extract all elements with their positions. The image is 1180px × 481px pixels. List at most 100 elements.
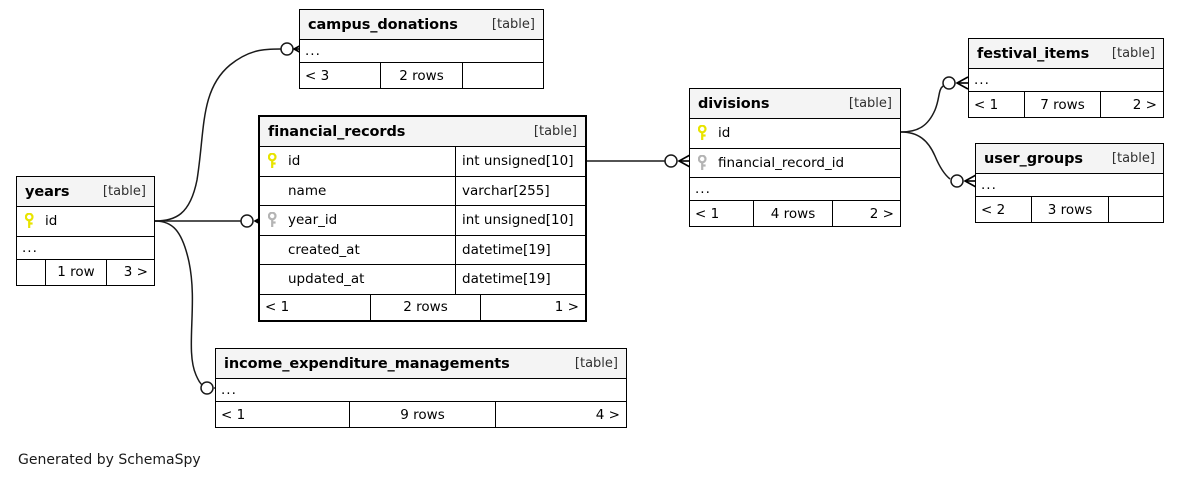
footer-prev-count[interactable]: < 2: [981, 201, 1006, 218]
table-title: campus_donations: [308, 16, 458, 33]
foreign-key-icon: [267, 211, 281, 228]
table-kind-label: [table]: [1111, 46, 1155, 61]
ellipsis-row: ...: [300, 40, 543, 63]
ellipsis-row: ...: [17, 237, 154, 260]
table-row[interactable]: id int unsigned[10]: [260, 147, 585, 177]
ellipsis-row: ...: [969, 69, 1163, 92]
column-name: id: [288, 153, 301, 170]
footer-row-count: 4 rows: [753, 201, 833, 226]
column-name-cell: id: [17, 207, 154, 236]
column-name: created_at: [288, 241, 360, 258]
footer-next-count[interactable]: [463, 63, 543, 88]
footer-prev-count[interactable]: [17, 260, 45, 285]
primary-key-icon: [697, 124, 711, 141]
primary-key-icon: [267, 152, 281, 169]
column-type: int unsigned[10]: [455, 206, 585, 235]
table-kind-label: [table]: [848, 96, 892, 111]
table-kind-label: [table]: [533, 124, 577, 139]
table-title: years: [25, 183, 70, 200]
table-header: campus_donations [table]: [300, 10, 543, 40]
footer-prev-count[interactable]: < 1: [695, 205, 720, 222]
footer-prev-count[interactable]: < 1: [974, 96, 999, 113]
column-name: name: [288, 182, 327, 199]
column-name-cell: id: [690, 119, 900, 148]
footer-row-count: 3 rows: [1031, 197, 1109, 222]
foreign-key-icon: [697, 154, 711, 171]
table-years[interactable]: years [table] id ... 1 row 3 >: [16, 176, 155, 286]
footer-row-count: 1 row: [45, 259, 107, 285]
table-row[interactable]: created_at datetime[19]: [260, 235, 585, 265]
ellipsis-row: ...: [976, 174, 1163, 197]
table-campus-donations[interactable]: campus_donations [table] ... < 3 2 rows: [299, 9, 544, 89]
table-footer: < 1 7 rows 2 >: [969, 92, 1163, 117]
edge-divisions-festival-items: [900, 76, 969, 133]
table-user-groups[interactable]: user_groups [table] ... < 2 3 rows: [975, 143, 1164, 223]
edge-years-financial-records: [155, 214, 267, 228]
table-row[interactable]: id: [17, 207, 154, 237]
table-income-expenditure-managements[interactable]: income_expenditure_managements [table] .…: [215, 348, 627, 428]
table-header: income_expenditure_managements [table]: [216, 349, 626, 379]
column-type: int unsigned[10]: [455, 147, 585, 176]
column-name-cell: financial_record_id: [690, 149, 900, 178]
column-type: datetime[19]: [455, 265, 585, 294]
table-footer: < 2 3 rows: [976, 197, 1163, 222]
table-title: income_expenditure_managements: [224, 355, 510, 372]
table-kind-label: [table]: [574, 356, 618, 371]
column-type: datetime[19]: [455, 235, 585, 264]
footer-next-count[interactable]: 4 >: [595, 406, 620, 423]
table-kind-label: [table]: [1111, 151, 1155, 166]
column-name-cell: created_at: [260, 236, 455, 265]
column-name-cell: name: [260, 177, 455, 206]
footer-next-count[interactable]: 1 >: [554, 299, 579, 315]
table-row[interactable]: updated_at datetime[19]: [260, 265, 585, 295]
column-name: year_id: [288, 212, 338, 229]
table-header: divisions [table]: [690, 89, 900, 119]
column-type: varchar[255]: [455, 176, 585, 205]
table-header: financial_records [table]: [260, 117, 585, 147]
table-title: divisions: [698, 95, 770, 112]
table-row[interactable]: year_id int unsigned[10]: [260, 206, 585, 236]
footer-prev-count[interactable]: < 3: [305, 67, 330, 84]
table-title: festival_items: [977, 45, 1090, 62]
ellipsis-row: ...: [216, 379, 626, 402]
column-name-cell: id: [260, 147, 455, 176]
table-footer: 1 row 3 >: [17, 259, 154, 285]
footer-row-count: 2 rows: [380, 63, 463, 88]
table-festival-items[interactable]: festival_items [table] ... < 1 7 rows 2 …: [968, 38, 1164, 118]
column-name-cell: year_id: [260, 206, 455, 235]
ellipsis-row: ...: [690, 178, 900, 201]
column-name-cell: updated_at: [260, 265, 455, 294]
table-divisions[interactable]: divisions [table] id: [689, 88, 901, 227]
table-kind-label: [table]: [491, 17, 535, 32]
edge-divisions-user-groups: [900, 131, 977, 188]
footer-row-count: 7 rows: [1024, 92, 1101, 117]
table-row[interactable]: name varchar[255]: [260, 176, 585, 206]
footer-row-count: 9 rows: [349, 402, 496, 427]
footer-prev-count[interactable]: < 1: [265, 299, 290, 315]
footer-next-count[interactable]: 2 >: [869, 205, 894, 222]
table-footer: < 1 4 rows 2 >: [690, 201, 900, 226]
footer-next-count[interactable]: 2 >: [1132, 96, 1157, 113]
footer-next-count[interactable]: 3 >: [123, 264, 148, 280]
table-header: years [table]: [17, 177, 154, 207]
table-row[interactable]: id: [690, 119, 900, 149]
table-title: financial_records: [268, 123, 406, 140]
footer-next-count[interactable]: [1109, 197, 1163, 222]
edge-financial-records-divisions: [587, 154, 691, 168]
primary-key-icon: [24, 212, 38, 229]
generated-by-caption: Generated by SchemaSpy: [18, 452, 201, 468]
table-row[interactable]: financial_record_id: [690, 149, 900, 178]
footer-row-count: 2 rows: [370, 294, 481, 320]
column-name: id: [45, 213, 58, 230]
column-name: financial_record_id: [718, 154, 845, 171]
column-name: id: [718, 125, 731, 142]
table-financial-records[interactable]: financial_records [table] id int unsigne…: [258, 115, 587, 322]
table-title: user_groups: [984, 150, 1083, 167]
column-name: updated_at: [288, 271, 365, 288]
table-kind-label: [table]: [102, 184, 146, 199]
footer-prev-count[interactable]: < 1: [221, 406, 246, 423]
table-footer: < 1 9 rows 4 >: [216, 402, 626, 427]
table-footer: < 3 2 rows: [300, 63, 543, 88]
table-footer: < 1 2 rows 1 >: [260, 294, 585, 320]
